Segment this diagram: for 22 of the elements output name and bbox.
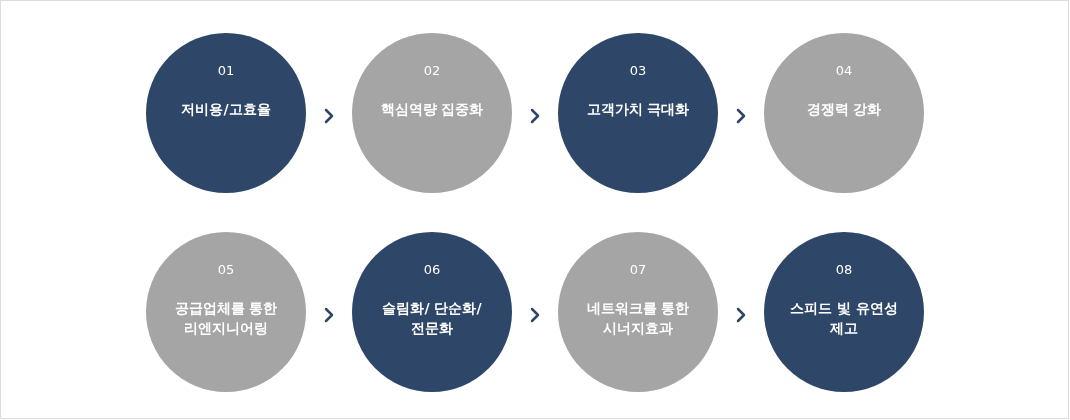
step-number: 02 xyxy=(423,63,441,79)
step-number: 08 xyxy=(835,262,853,278)
step-label: 경쟁력 강화 xyxy=(805,100,883,119)
step-label: 슬림화/ 단순화/전문화 xyxy=(381,299,483,338)
step-number: 03 xyxy=(629,63,647,79)
step-number: 07 xyxy=(629,262,647,278)
chevron-arrow xyxy=(736,108,746,124)
chevron-arrow xyxy=(324,307,334,323)
step-label: 네트워크를 통한 시너지효과 xyxy=(585,299,691,338)
step-number: 04 xyxy=(835,63,853,79)
step-label: 스피드 빛 유연성 제고 xyxy=(789,299,899,338)
step-label: 저비용/고효율 xyxy=(180,100,272,119)
chevron-arrow xyxy=(530,307,540,323)
step-number: 06 xyxy=(423,262,441,278)
chevron-arrow xyxy=(530,108,540,124)
step-label: 공급업체를 통한 리엔지니어링 xyxy=(173,299,279,338)
step-number: 05 xyxy=(217,262,235,278)
chevron-arrow xyxy=(324,108,334,124)
step-number: 01 xyxy=(217,63,235,79)
step-label: 고객가치 극대화 xyxy=(585,100,691,119)
chevron-arrow xyxy=(736,307,746,323)
step-label: 핵심역량 집중화 xyxy=(379,100,485,119)
